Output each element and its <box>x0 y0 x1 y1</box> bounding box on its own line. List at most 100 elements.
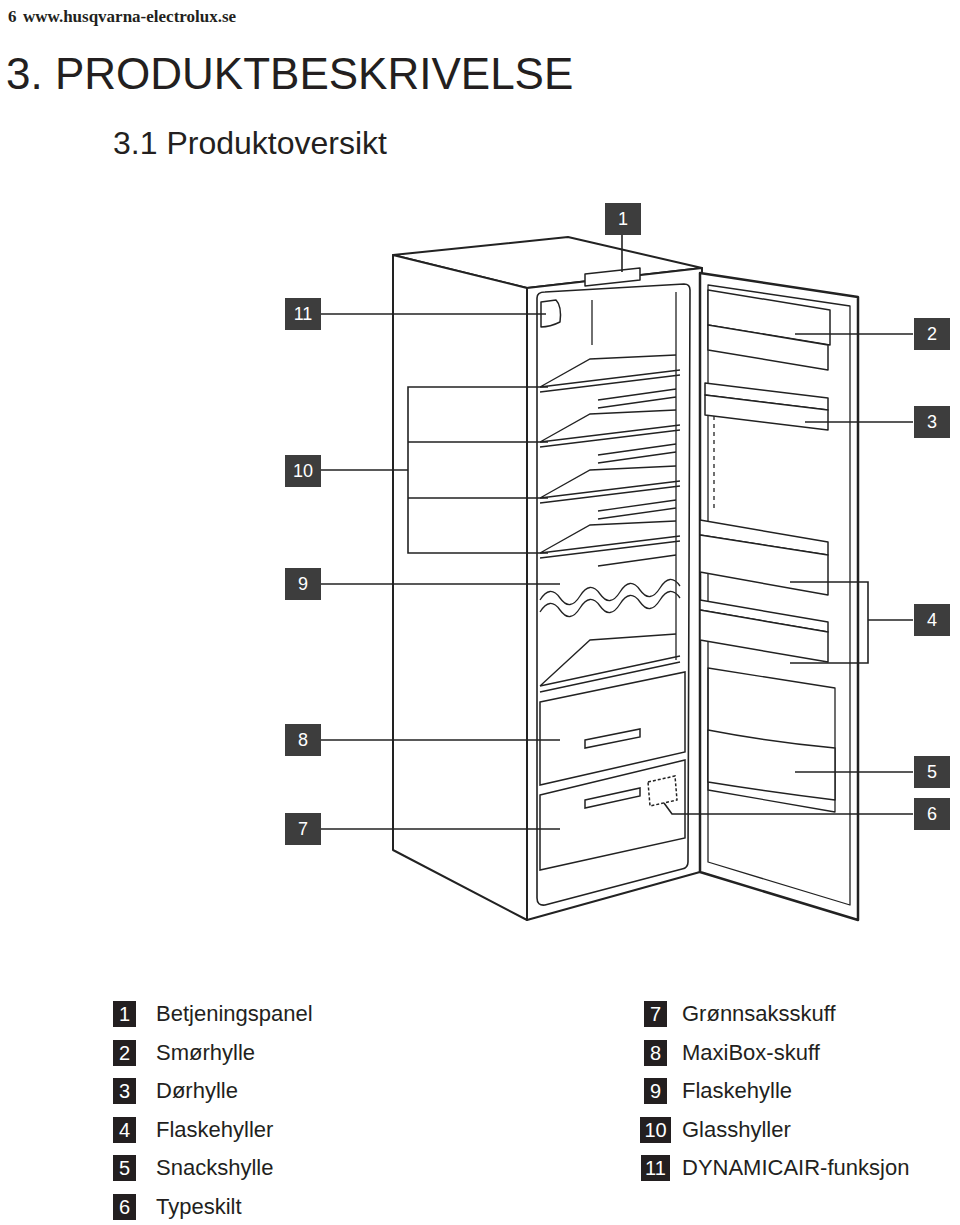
number-text: 9 <box>650 1081 661 1101</box>
door <box>708 730 835 800</box>
number-text: 11 <box>294 305 313 323</box>
rating-plate <box>648 776 677 806</box>
interior <box>540 292 680 692</box>
number-text: 2 <box>119 1043 130 1063</box>
key-number: 7 <box>644 1001 667 1027</box>
callout-number: 7 <box>285 813 321 845</box>
door <box>705 395 828 430</box>
number-text: 3 <box>119 1081 130 1101</box>
interior <box>540 466 680 503</box>
door <box>700 273 858 920</box>
number-text: 11 <box>645 1158 666 1178</box>
callout-number: 4 <box>914 604 950 636</box>
number-text: 10 <box>644 1120 666 1140</box>
key-number: 11 <box>641 1155 670 1181</box>
number-text: 2 <box>927 325 937 343</box>
part-name: Flaskehylle <box>682 1077 792 1104</box>
part-name: Snackshylle <box>156 1154 273 1181</box>
part-name: Flaskehyller <box>156 1116 273 1143</box>
part-name: Dørhylle <box>156 1077 238 1104</box>
control-panel <box>585 268 640 286</box>
part-name: Smørhylle <box>156 1039 255 1066</box>
key-number: 1 <box>113 1001 136 1027</box>
leader-line <box>321 469 408 471</box>
number-text: 8 <box>298 731 308 749</box>
leader-line <box>321 235 913 829</box>
door <box>700 273 858 920</box>
number-text: 5 <box>927 763 937 781</box>
interior <box>540 355 680 392</box>
part-name: Grønnsaksskuff <box>682 1000 836 1027</box>
leader-line <box>805 421 913 423</box>
callout-number: 10 <box>285 455 321 487</box>
leader-line <box>790 582 868 663</box>
door <box>708 325 828 370</box>
number-text: 4 <box>927 611 937 629</box>
drawers <box>585 729 640 748</box>
drawers <box>540 672 685 870</box>
door <box>700 610 828 662</box>
subsection-title: 3.1 Produktoversikt <box>113 130 387 157</box>
interior <box>675 292 676 660</box>
cabinet <box>537 284 690 905</box>
key-number: 10 <box>640 1117 671 1143</box>
leader-line <box>795 771 913 773</box>
number-text: 1 <box>618 210 628 228</box>
section-title: 3. PRODUKTBESKRIVELSE <box>6 50 573 98</box>
part-name: Typeskilt <box>156 1193 242 1220</box>
leader-line <box>321 828 560 830</box>
number-text: 4 <box>119 1120 130 1140</box>
number-text: 3 <box>927 413 937 431</box>
callout-number: 8 <box>285 724 321 756</box>
page-number: 6 <box>8 3 17 30</box>
leader-line <box>621 235 623 272</box>
number-text: 7 <box>650 1004 661 1024</box>
interior <box>540 410 680 447</box>
leader-line <box>664 803 913 814</box>
leader-line <box>868 619 913 621</box>
number-text: 6 <box>119 1197 130 1217</box>
leader-line <box>795 333 913 335</box>
callout-number: 2 <box>914 318 950 350</box>
web-address: www.husqvarna-electrolux.se <box>23 3 236 30</box>
part-name: DYNAMICAIR-funksjon <box>682 1154 909 1181</box>
door <box>700 535 828 595</box>
callout-number: 11 <box>285 298 321 330</box>
callout-number: 6 <box>914 798 950 830</box>
part-name: MaxiBox-skuff <box>682 1039 820 1066</box>
number-text: 7 <box>298 820 308 838</box>
number-text: 1 <box>119 1004 130 1024</box>
key-number: 8 <box>644 1040 667 1066</box>
part-name: Betjeningspanel <box>156 1000 313 1027</box>
callout-number: 1 <box>605 203 641 235</box>
part-name: Glasshyller <box>682 1116 791 1143</box>
interior <box>540 591 680 616</box>
number-text: 5 <box>119 1158 130 1178</box>
cabinet <box>393 255 527 920</box>
interior <box>598 389 676 566</box>
key-number: 3 <box>113 1078 136 1104</box>
cabinet <box>393 237 702 920</box>
callout-number: 9 <box>285 568 321 600</box>
leader-line <box>321 313 546 315</box>
number-text: 6 <box>927 805 937 823</box>
callout-number: 5 <box>914 756 950 788</box>
number-text: 10 <box>293 462 313 480</box>
interior <box>540 521 680 558</box>
door <box>708 668 835 812</box>
key-number: 4 <box>113 1117 136 1143</box>
leader-line <box>408 387 548 553</box>
key-number: 2 <box>113 1040 136 1066</box>
drawers <box>540 760 685 870</box>
callout-number: 3 <box>914 406 950 438</box>
key-number: 6 <box>113 1194 136 1220</box>
leader-line <box>321 739 560 741</box>
drawers <box>585 788 640 808</box>
cabinet <box>527 268 702 920</box>
key-number: 9 <box>644 1078 667 1104</box>
interior <box>591 300 592 345</box>
leader-line <box>321 583 560 585</box>
number-text: 9 <box>298 575 308 593</box>
number-text: 8 <box>650 1043 661 1063</box>
